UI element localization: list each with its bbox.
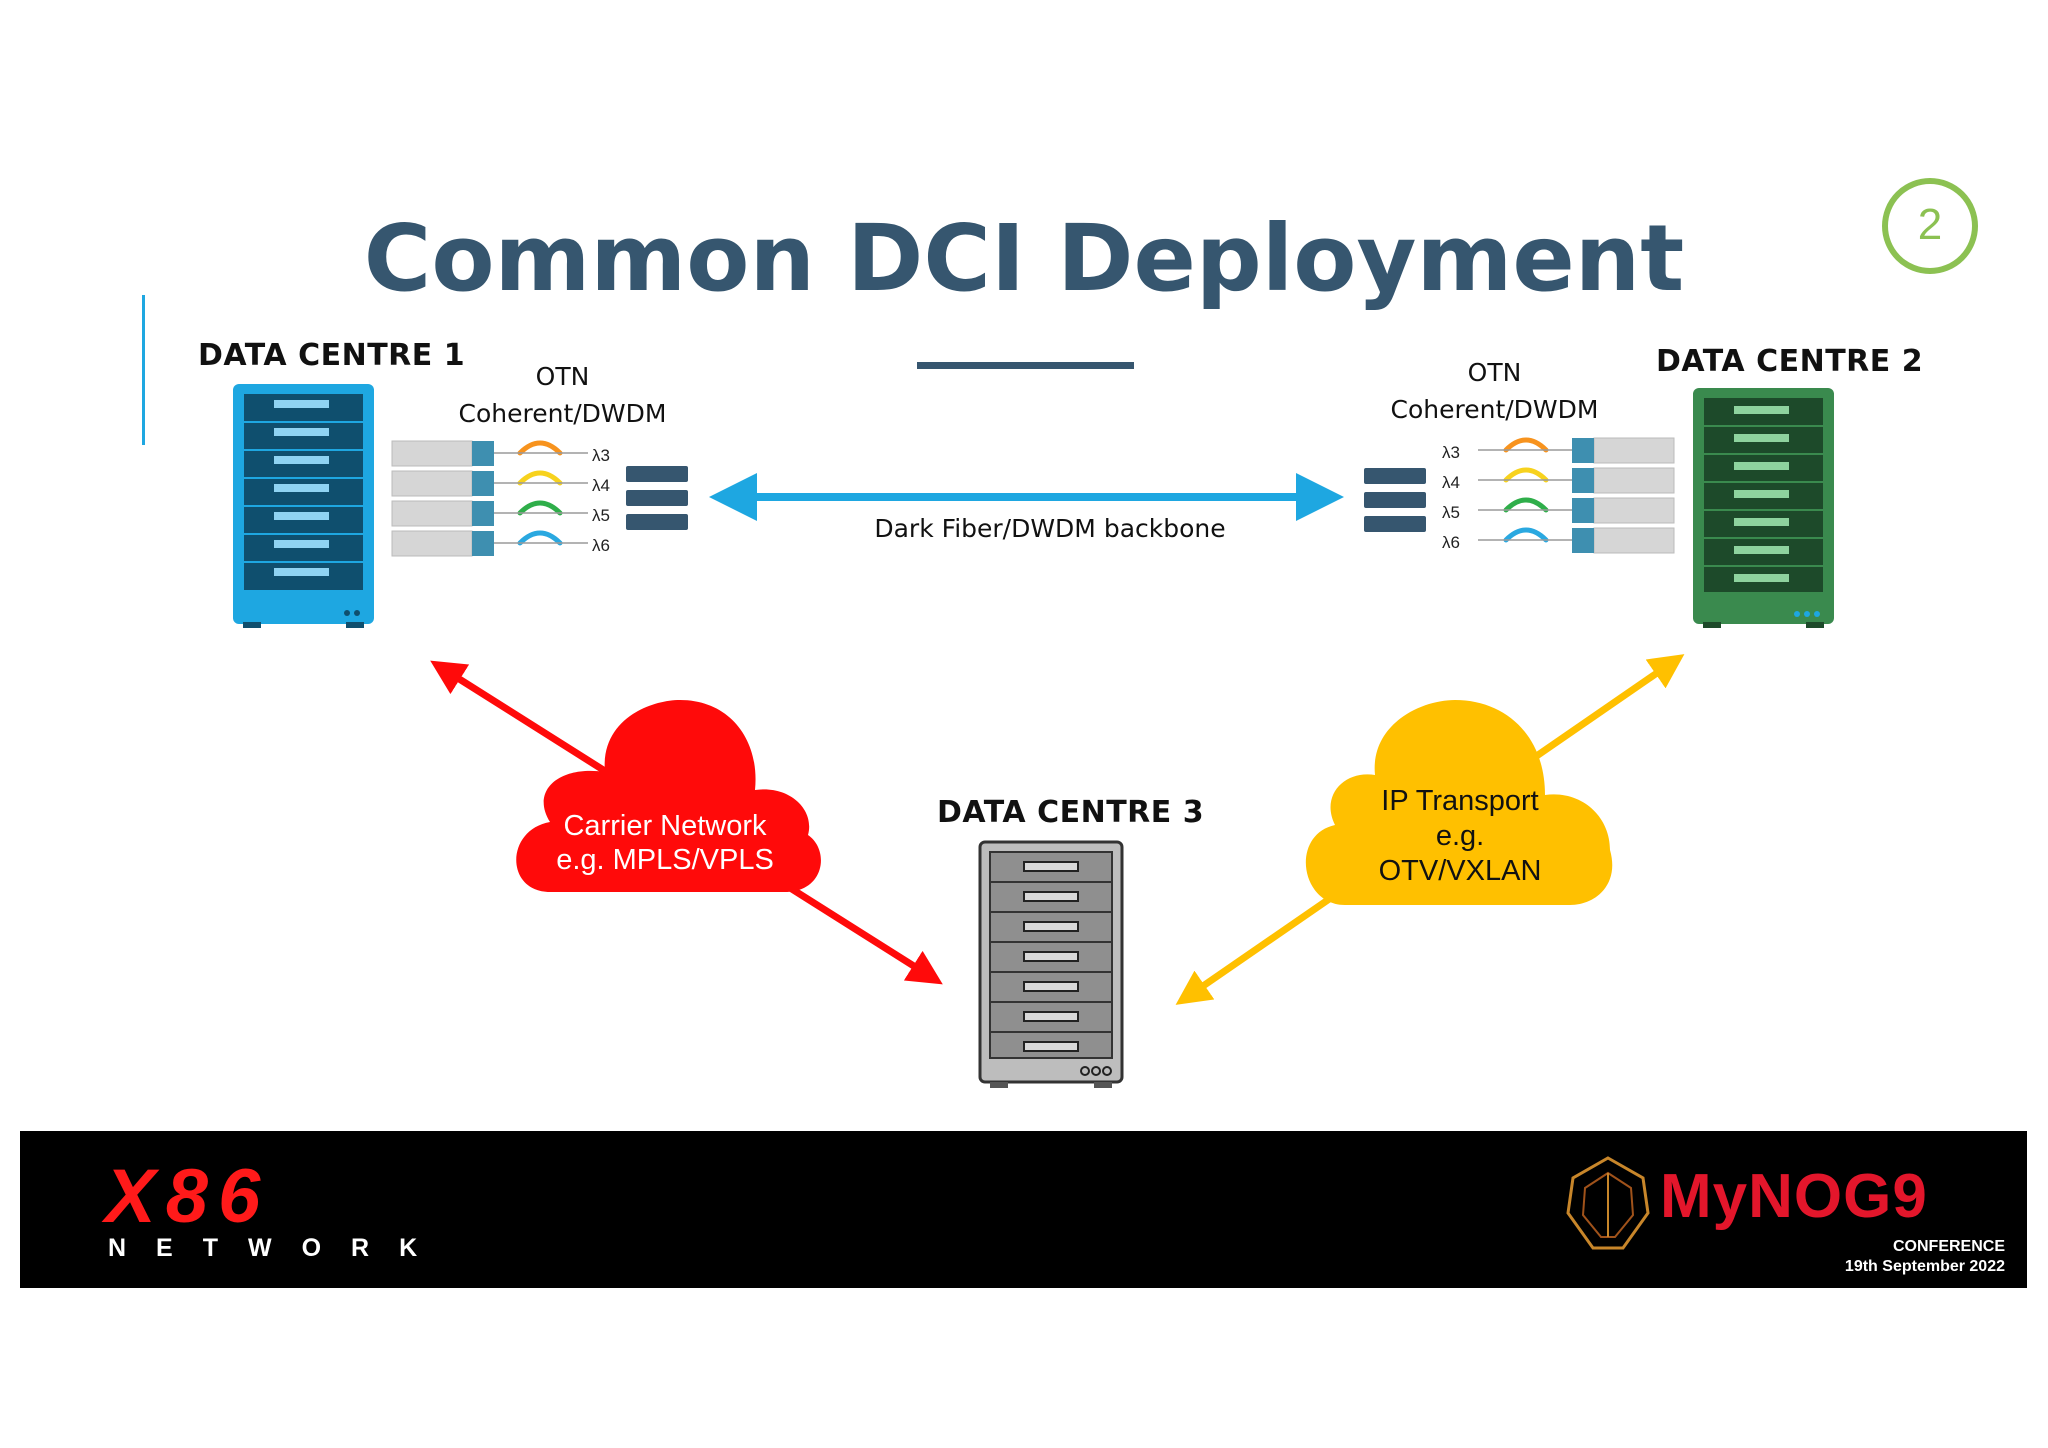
ip-line3: OTV/VXLAN	[1378, 855, 1542, 887]
otn-right-line1: OTN	[1467, 358, 1522, 387]
dc1-lambda4: λ4	[592, 476, 610, 495]
dc2-transceivers	[1478, 437, 1675, 554]
conference-label: CONFERENCE	[1892, 1238, 2005, 1255]
otn-left-line1: OTN	[535, 362, 590, 391]
dc1-lambda5: λ5	[592, 506, 610, 525]
dc1-lambda3: λ3	[592, 446, 610, 465]
mynog-logo-text: MyNOG9	[1660, 1162, 1928, 1231]
carrier-cloud-text: Carrier Network e.g. MPLS/VPLS	[535, 809, 795, 877]
x86-logo-text: X86	[105, 1154, 271, 1239]
dc2-mux-icon	[1364, 468, 1426, 532]
backbone-label: Dark Fiber/DWDM backbone	[874, 514, 1226, 543]
dc2-label: DATA CENTRE 2	[1656, 344, 1924, 379]
otn-left-label: OTN Coherent/DWDM	[440, 358, 685, 432]
otn-right-label: OTN Coherent/DWDM	[1372, 354, 1617, 428]
dc1-wavelengths: λ3 λ4 λ5 λ6	[592, 441, 610, 561]
otn-left-line2: Coherent/DWDM	[458, 399, 667, 428]
slide-title: Common DCI Deployment	[363, 205, 1685, 312]
ip-cloud-text: IP Transport e.g. OTV/VXLAN	[1330, 784, 1590, 889]
x86-logo: X86	[105, 1157, 270, 1237]
dc2-wavelengths: λ3 λ4 λ5 λ6	[1442, 438, 1460, 558]
dc2-lambda3: λ3	[1442, 443, 1460, 462]
dc1-label: DATA CENTRE 1	[198, 338, 466, 373]
dc3-label: DATA CENTRE 3	[937, 795, 1205, 830]
dc1-lambda6: λ6	[592, 536, 610, 555]
ip-transport-cloud	[1305, 700, 1613, 905]
dc2-lambda6: λ6	[1442, 533, 1460, 552]
carrier-line1: Carrier Network	[563, 810, 767, 842]
slide-number-badge: 2	[1882, 178, 1978, 274]
dc1-transceivers	[391, 440, 588, 557]
footer-bar: X86 NETWORK MyNOG9 CONFERENCE 19th Septe…	[20, 1131, 2027, 1288]
otn-right-line2: Coherent/DWDM	[1390, 395, 1599, 424]
dc2-lambda4: λ4	[1442, 473, 1460, 492]
dc2-lambda5: λ5	[1442, 503, 1460, 522]
dc1-mux-icon	[626, 466, 688, 530]
tiger-emblem-icon	[1566, 1156, 1650, 1250]
carrier-line2: e.g. MPLS/VPLS	[556, 844, 774, 876]
dc2-server-icon	[1693, 388, 1834, 628]
dc3-server-icon	[978, 840, 1124, 1088]
ip-line2: e.g.	[1435, 820, 1485, 852]
mynog-logo: MyNOG9	[1660, 1161, 1928, 1232]
ip-line1: IP Transport	[1381, 785, 1539, 817]
accent-bar	[142, 295, 145, 445]
dc1-server-icon	[233, 384, 374, 628]
x86-network-text: NETWORK	[108, 1234, 448, 1262]
title-underline	[917, 362, 1134, 369]
carrier-cloud	[516, 700, 821, 892]
conference-date: 19th September 2022	[1844, 1258, 2005, 1275]
